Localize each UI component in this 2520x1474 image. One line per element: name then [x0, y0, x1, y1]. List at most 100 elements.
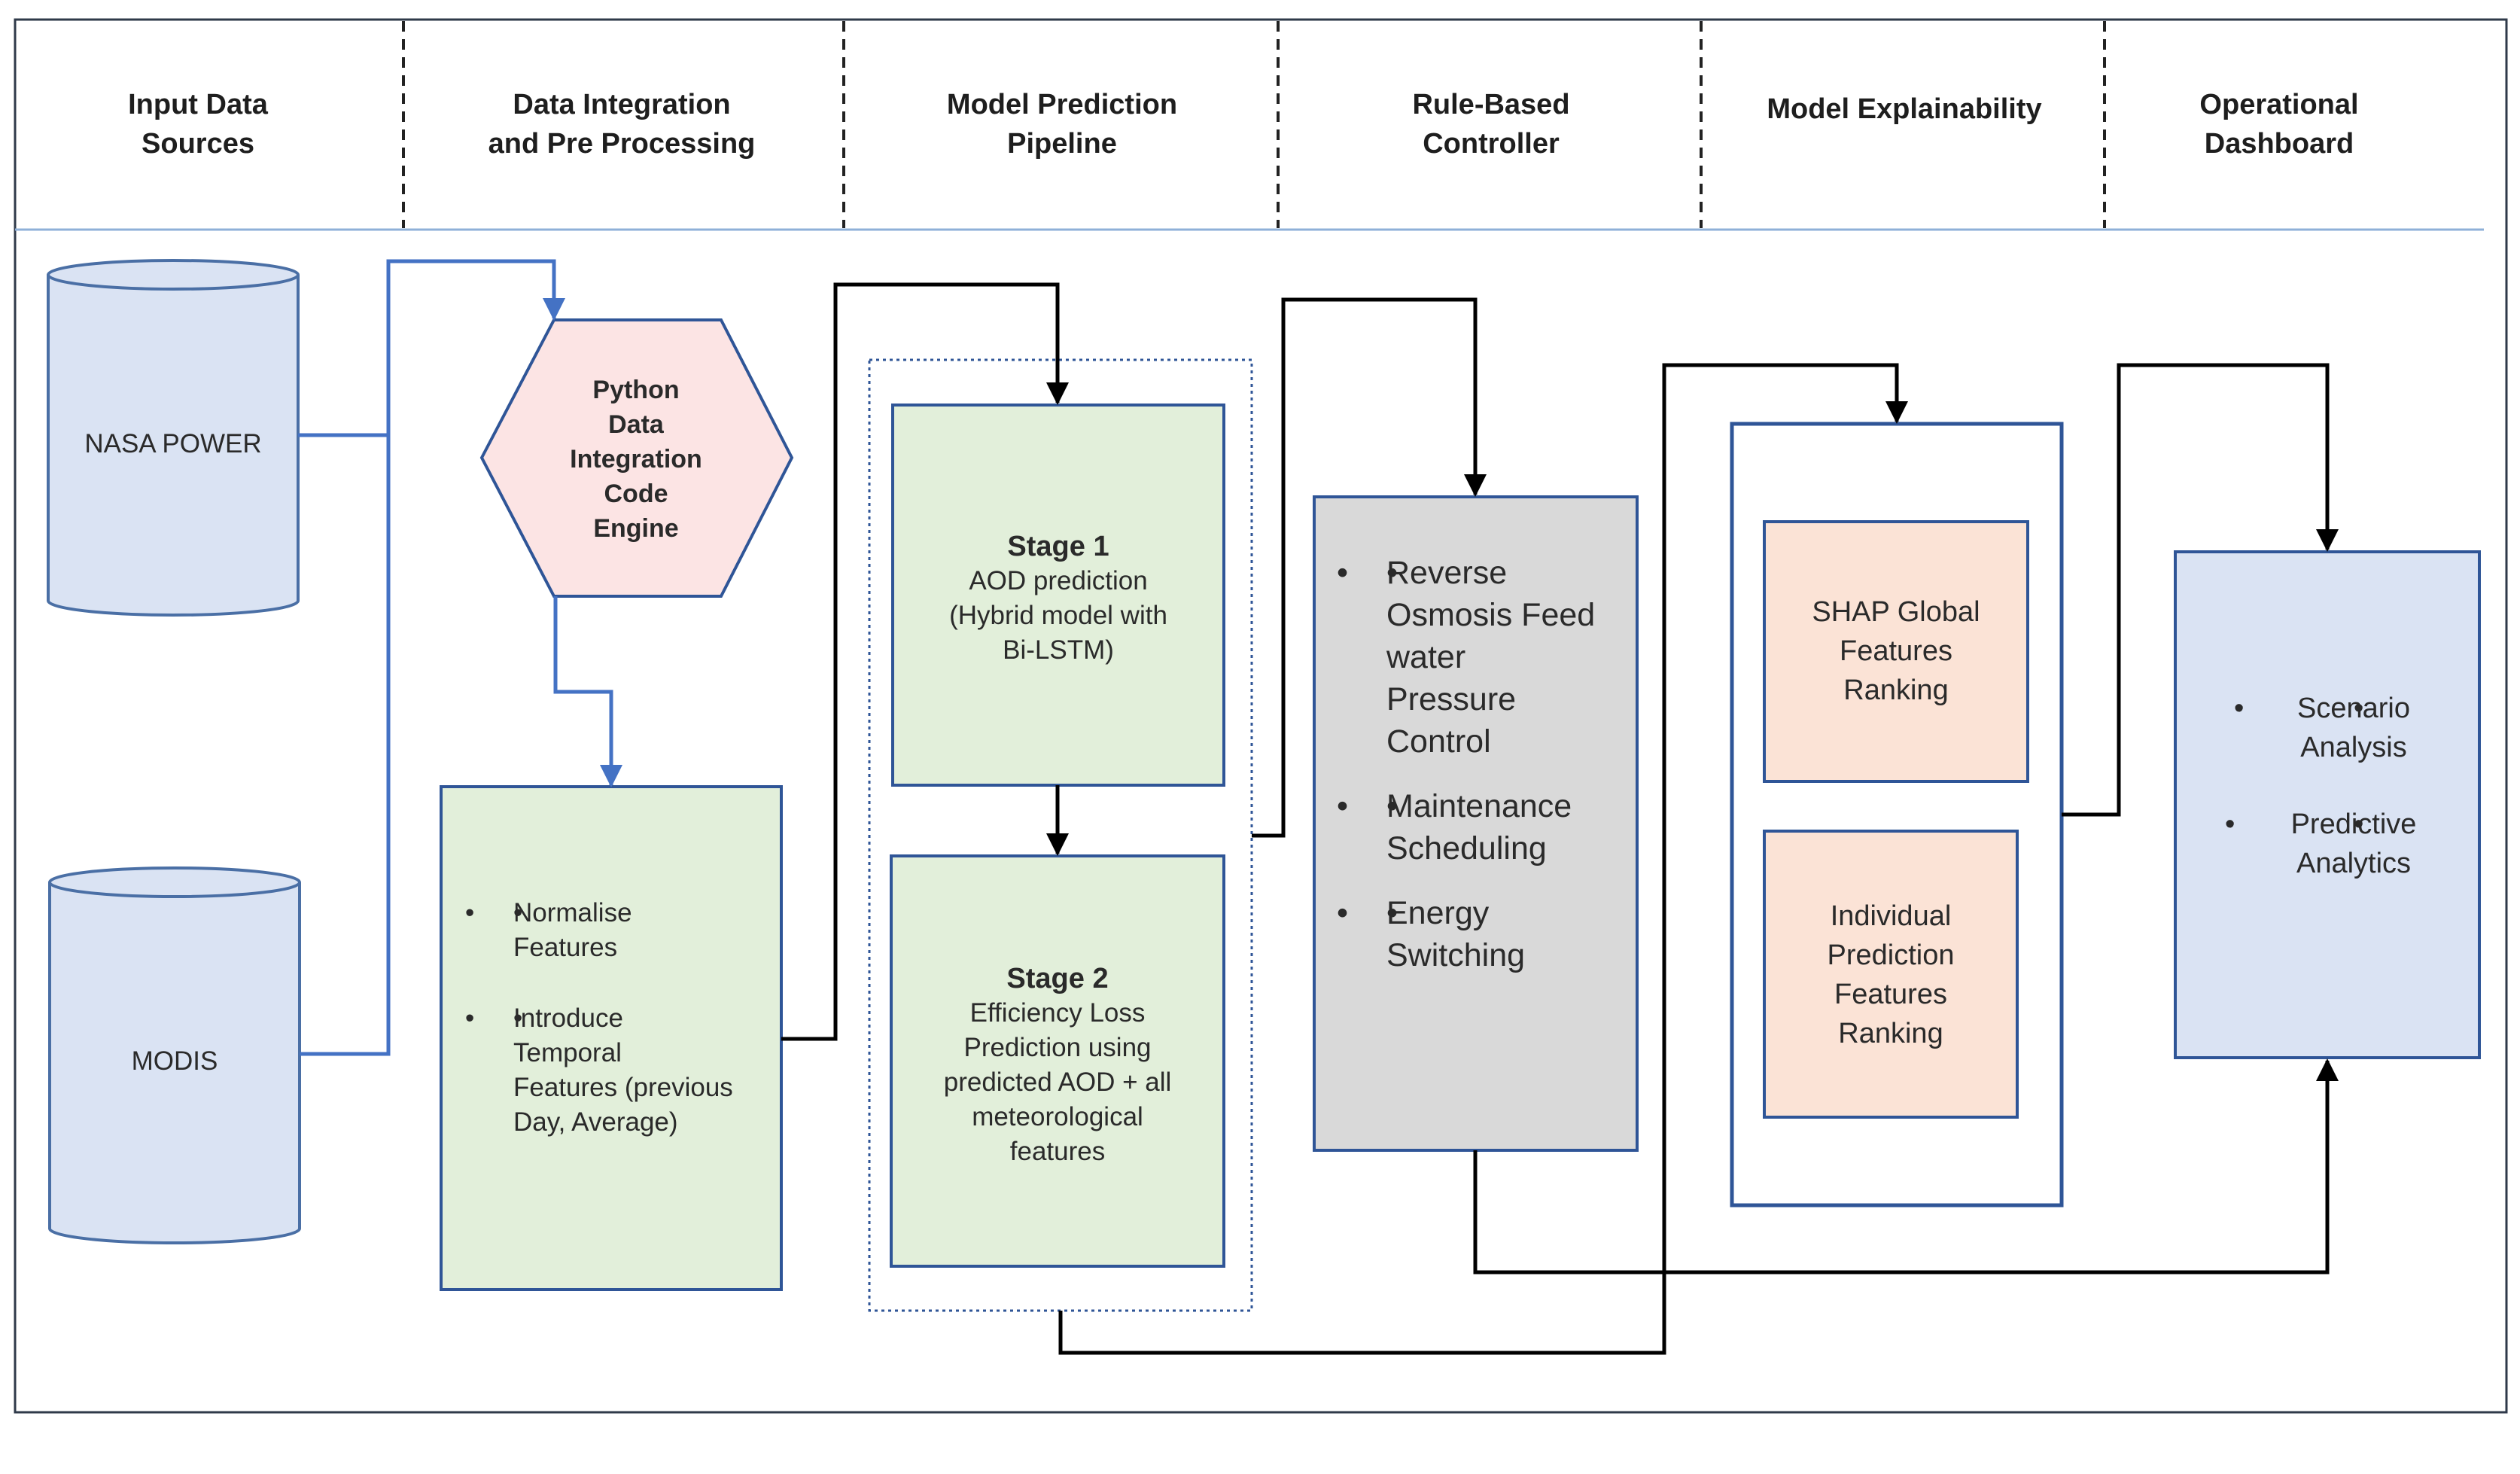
- connector-controller-to-dashboard: [1473, 1058, 2339, 1275]
- bullet-icon: •: [2225, 809, 2235, 840]
- lane-header-line: Sources: [142, 128, 254, 160]
- connector-explainability-to-dashboard: [2062, 363, 2339, 817]
- lane-header-line: Controller: [1423, 128, 1560, 160]
- dashboard-list: • Scenario Analysis • Predictive Analyti…: [2175, 689, 2479, 883]
- lane-header-line: and Pre Processing: [488, 128, 756, 160]
- preprocessing-line: Features: [513, 933, 618, 962]
- engine-line: Python: [592, 376, 680, 404]
- engine-line: Integration: [570, 445, 702, 474]
- preprocessing-line: Features (previous: [513, 1073, 733, 1102]
- controller-item-pressure: • Reverse Osmosis Feed water Pressure Co…: [1337, 552, 1637, 763]
- bullet-icon: •: [1337, 788, 1349, 824]
- stage2-line: Prediction using: [963, 1033, 1152, 1062]
- preprocessing-line: Temporal: [513, 1038, 622, 1067]
- stage1-line: Bi-LSTM): [1003, 635, 1114, 665]
- stage2-line: predicted AOD + all: [943, 1067, 1172, 1097]
- controller-line: Energy: [1386, 895, 1490, 931]
- bullet-icon: •: [2234, 693, 2245, 724]
- controller-line: Switching: [1386, 937, 1526, 973]
- shap-global-line: SHAP Global: [1812, 596, 1980, 628]
- nasa-power-label: NASA POWER: [48, 391, 298, 497]
- shap-global-box: [1763, 520, 2029, 783]
- stage2-title: Stage 2: [1006, 963, 1109, 994]
- individual-prediction-label: Individual Prediction Features Ranking: [1764, 877, 2017, 1073]
- preprocessing-line: Normalise: [513, 898, 632, 927]
- shap-global-line: Features: [1840, 635, 1952, 667]
- bullet-icon: •: [1337, 895, 1349, 931]
- preprocessing-list: • Normalise Features • Introduce Tempora…: [441, 896, 781, 1140]
- connector-pipeline-to-explainability: [1058, 363, 1908, 1355]
- dashboard-line: Predictive: [2290, 809, 2417, 840]
- preprocessing-item-normalise: • Normalise Features: [465, 896, 781, 965]
- stage1-line: (Hybrid model with: [949, 601, 1167, 630]
- connector-nasa-to-engine: [298, 259, 565, 437]
- individual-prediction-box: [1763, 830, 2019, 1119]
- lane-header-data-integration: Data Integration and Pre Processing: [418, 79, 825, 169]
- bullet-icon: •: [465, 1003, 475, 1033]
- stage2-line: Efficiency Loss: [969, 998, 1146, 1028]
- shap-global-line: Ranking: [1843, 675, 1949, 706]
- lane-header-model-explainability: Model Explainability: [1709, 79, 2100, 169]
- engine-line: Data: [608, 410, 664, 439]
- lane-header-line: Rule-Based: [1412, 89, 1570, 120]
- outer-frame: [14, 18, 2508, 1414]
- modis-text: MODIS: [131, 1046, 218, 1076]
- lane-dividers: [402, 21, 2106, 228]
- controller-line: water: [1386, 639, 1466, 675]
- connector-modis-to-engine: [300, 435, 391, 1056]
- controller-line: Pressure: [1386, 681, 1517, 717]
- preprocessing-item-temporal: • Introduce Temporal Features (previous …: [465, 1001, 781, 1140]
- stage1-title: Stage 1: [1007, 531, 1109, 562]
- individual-line: Features: [1834, 979, 1947, 1010]
- connector-engine-to-preprocessing: [553, 596, 622, 787]
- controller-line: Reverse: [1386, 555, 1508, 591]
- dashboard-item-scenario: • Scenario Analysis: [2175, 689, 2479, 767]
- controller-line: Scheduling: [1386, 830, 1547, 866]
- black-connectors: [781, 282, 2339, 1355]
- bullet-icon: •: [1337, 555, 1349, 591]
- bullet-icon: •: [465, 898, 475, 927]
- stage1-box: [891, 404, 1225, 787]
- individual-line: Individual: [1830, 900, 1952, 932]
- engine-line: Code: [604, 480, 668, 508]
- stage2-box: [890, 854, 1225, 1268]
- controller-line: Osmosis Feed: [1386, 597, 1596, 633]
- stage2-line: features: [1009, 1137, 1106, 1166]
- dashboard-item-predictive: • Predictive Analytics: [2175, 805, 2479, 883]
- dashboard-line: Analytics: [2296, 848, 2412, 879]
- modis-database: [48, 866, 301, 1244]
- lane-header-line: Operational: [2199, 89, 2359, 120]
- dashboard-line: Scenario: [2297, 693, 2410, 724]
- shap-global-label: SHAP Global Features Ranking: [1764, 572, 2028, 730]
- controller-line: Maintenance: [1386, 788, 1572, 824]
- nasa-power-database: [47, 259, 300, 617]
- stage1-label: Stage 1 AOD prediction (Hybrid model wit…: [893, 519, 1224, 678]
- lane-header-line: Model Prediction: [946, 89, 1178, 120]
- lane-header-line: Data Integration: [513, 89, 731, 120]
- stage1-line: AOD prediction: [969, 566, 1148, 595]
- modis-label: MODIS: [50, 1009, 300, 1114]
- lane-header-line: Pipeline: [1007, 128, 1117, 160]
- connector-pipeline-to-controller: [1252, 297, 1487, 838]
- python-engine-label: Python Data Integration Code Engine: [527, 354, 745, 565]
- lane-header-line: Model Explainability: [1767, 93, 2042, 125]
- controller-item-energy: • Energy Switching: [1337, 892, 1637, 976]
- controller-list: • Reverse Osmosis Feed water Pressure Co…: [1314, 552, 1637, 976]
- individual-line: Ranking: [1838, 1018, 1943, 1049]
- dashboard-line: Analysis: [2300, 732, 2407, 763]
- lane-header-line: Input Data: [128, 89, 268, 120]
- individual-line: Prediction: [1827, 940, 1955, 971]
- blue-connectors: [298, 259, 622, 1056]
- preprocessing-line: Day, Average): [513, 1107, 678, 1137]
- connector-preprocessing-to-stage1: [781, 282, 1069, 1041]
- preprocessing-line: Introduce: [513, 1003, 623, 1033]
- nasa-power-text: NASA POWER: [84, 429, 262, 458]
- controller-line: Control: [1386, 723, 1491, 760]
- lane-header-line: Dashboard: [2204, 128, 2354, 160]
- controller-item-maintenance: • Maintenance Scheduling: [1337, 785, 1637, 869]
